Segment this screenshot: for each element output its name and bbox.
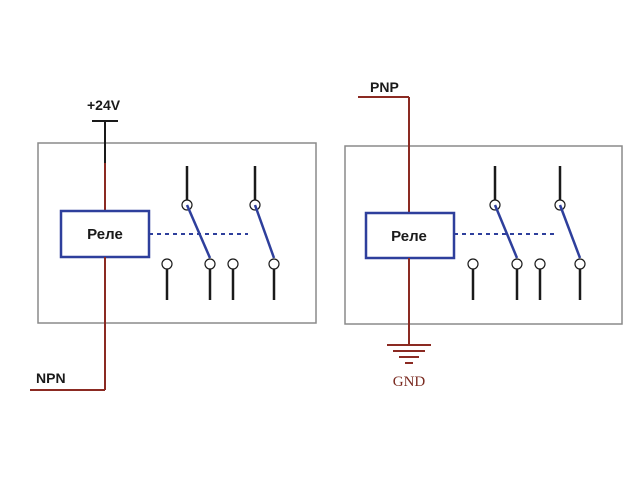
relay-label: Реле — [87, 226, 123, 243]
gnd-label: GND — [393, 374, 426, 390]
contact-set-1 — [467, 166, 523, 300]
ground-icon — [387, 344, 431, 364]
npn-enclosure-box — [37, 142, 317, 324]
no-terminal — [574, 258, 586, 270]
contact-set-2 — [227, 166, 280, 300]
no-terminal — [204, 258, 216, 270]
switch-blade — [558, 204, 582, 259]
switch-blade — [253, 204, 276, 259]
no-terminal — [511, 258, 523, 270]
switch-blade — [493, 204, 519, 259]
nc-terminal — [161, 258, 173, 270]
pnp-circuit: PNP Реле GND — [344, 79, 623, 390]
relay-label: Реле — [391, 228, 427, 245]
nc-terminal — [227, 258, 239, 270]
nc-terminal — [467, 258, 479, 270]
npn-circuit: +24V Реле NPN — [30, 97, 317, 391]
relay-coil-box — [364, 211, 456, 260]
pnp-enclosure-box — [344, 145, 623, 325]
no-terminal — [268, 258, 280, 270]
supply-label: +24V — [87, 97, 121, 113]
contact-set-1 — [161, 166, 216, 300]
npn-label: NPN — [36, 370, 66, 386]
pnp-label: PNP — [370, 79, 399, 95]
contact-set-2 — [534, 166, 586, 300]
nc-terminal — [534, 258, 546, 270]
switch-blade — [185, 204, 212, 259]
